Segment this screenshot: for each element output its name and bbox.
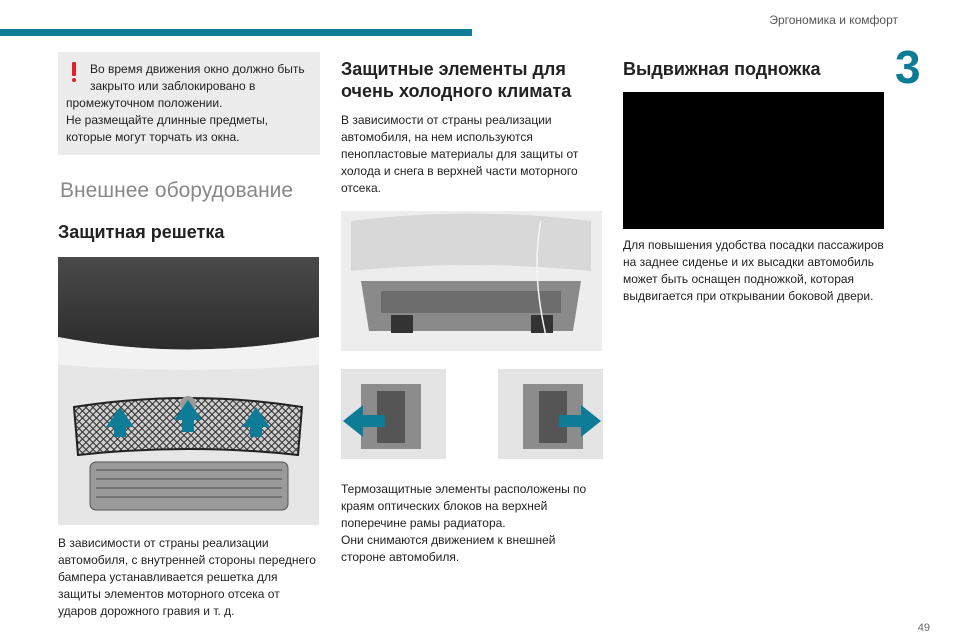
heading-protective-grille: Защитная решетка xyxy=(58,222,225,242)
engine-bay-illustration xyxy=(341,211,602,351)
header-accent-bar xyxy=(0,29,472,36)
chapter-number: 3 xyxy=(895,41,921,93)
page-number: 49 xyxy=(917,622,930,634)
column-left: Во время движения окно должно быть закры… xyxy=(58,52,320,620)
grille-illustration xyxy=(58,257,319,525)
thermal-elements-removal: Они снимаются движением к внешней сторон… xyxy=(341,533,556,564)
arrow-left-icon xyxy=(343,405,385,437)
grille-description: В зависимости от страны реализации автом… xyxy=(58,536,316,618)
thermal-element-left-illustration xyxy=(341,369,446,459)
arrow-up-icon xyxy=(106,407,134,437)
chapter-title: Эргономика и комфорт xyxy=(769,13,898,27)
heading-cold-climate: Защитные элементы для очень холодного кл… xyxy=(341,59,572,101)
warning-text-2: промежуточном положении. xyxy=(66,96,223,110)
column-middle: Защитные элементы для очень холодного кл… xyxy=(341,52,603,566)
retractable-step-description: Для повышения удобства посадки пассажиро… xyxy=(623,238,884,303)
warning-text-1: Во время движения окно должно быть закры… xyxy=(90,62,305,93)
warning-text-3: Не размещайте длинные предметы, которые … xyxy=(66,113,269,144)
arrow-up-icon xyxy=(242,407,270,437)
cold-climate-intro: В зависимости от страны реализации автом… xyxy=(341,113,579,195)
thermal-elements-location: Термозащитные элементы расположены по кр… xyxy=(341,482,587,530)
heading-retractable-step: Выдвижная подножка xyxy=(623,59,821,79)
section-title: Внешнее оборудование xyxy=(60,179,294,202)
column-right: Выдвижная подножка Для повышения удобств… xyxy=(623,52,885,305)
thermal-element-right-illustration xyxy=(498,369,603,459)
retractable-step-image xyxy=(623,92,884,229)
warning-exclamation-icon xyxy=(70,62,78,82)
arrow-up-icon xyxy=(174,400,202,432)
warning-box: Во время движения окно должно быть закры… xyxy=(58,52,320,155)
arrow-right-icon xyxy=(559,405,601,437)
